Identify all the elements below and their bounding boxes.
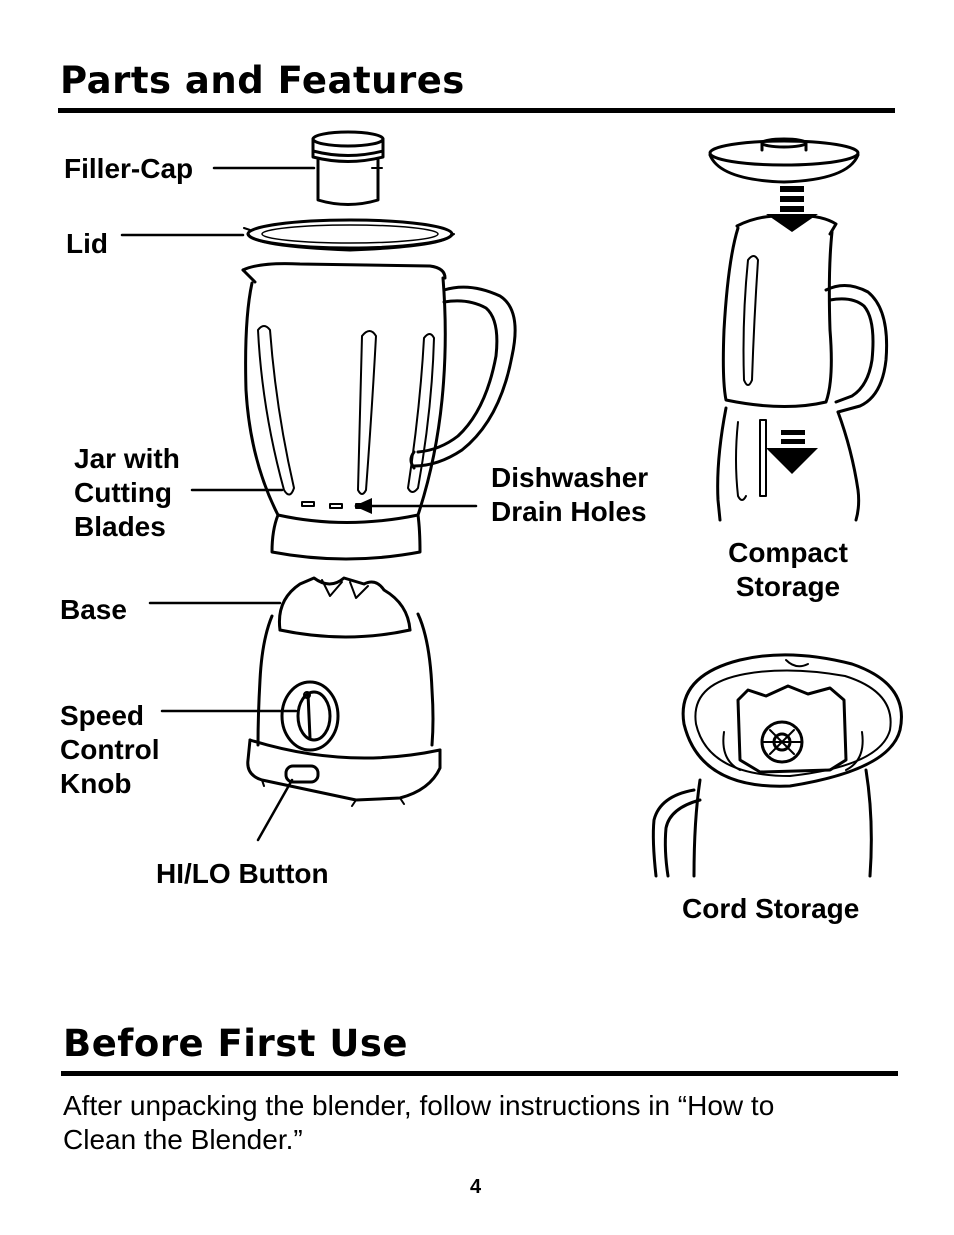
label-compact-storage: Compact Storage — [728, 537, 848, 602]
lid-drawing — [243, 218, 455, 252]
leader-lines — [120, 166, 478, 842]
label-hilo-button: HI/LO Button — [156, 858, 329, 889]
cord-storage-drawing — [651, 653, 903, 878]
section-title-parts-features: Parts and Features — [60, 59, 465, 102]
label-dishwasher-drain-holes: Dishwasher Drain Holes — [491, 462, 649, 527]
down-arrow-lower — [766, 430, 818, 474]
label-cord-storage: Cord Storage — [682, 893, 860, 924]
down-arrow-upper — [766, 186, 818, 232]
filler-cap-drawing — [311, 130, 385, 206]
label-filler-cap: Filler-Cap — [64, 153, 194, 184]
before-first-use-body: After unpacking the blender, follow inst… — [63, 1090, 775, 1155]
jar-drawing — [241, 262, 517, 561]
label-lid: Lid — [66, 228, 108, 259]
label-speed-control-knob: Speed Control Knob — [60, 700, 160, 799]
base-drawing — [246, 576, 442, 807]
page-number: 4 — [470, 1176, 482, 1198]
section-rule — [58, 108, 895, 113]
compact-storage-drawing — [708, 137, 889, 522]
section-title-before-first-use: Before First Use — [63, 1022, 408, 1065]
drain-arrowhead — [354, 498, 372, 514]
label-base: Base — [60, 594, 127, 625]
label-jar-with-cutting-blades: Jar with Cutting Blades — [74, 443, 180, 542]
section-rule-2 — [61, 1071, 898, 1076]
